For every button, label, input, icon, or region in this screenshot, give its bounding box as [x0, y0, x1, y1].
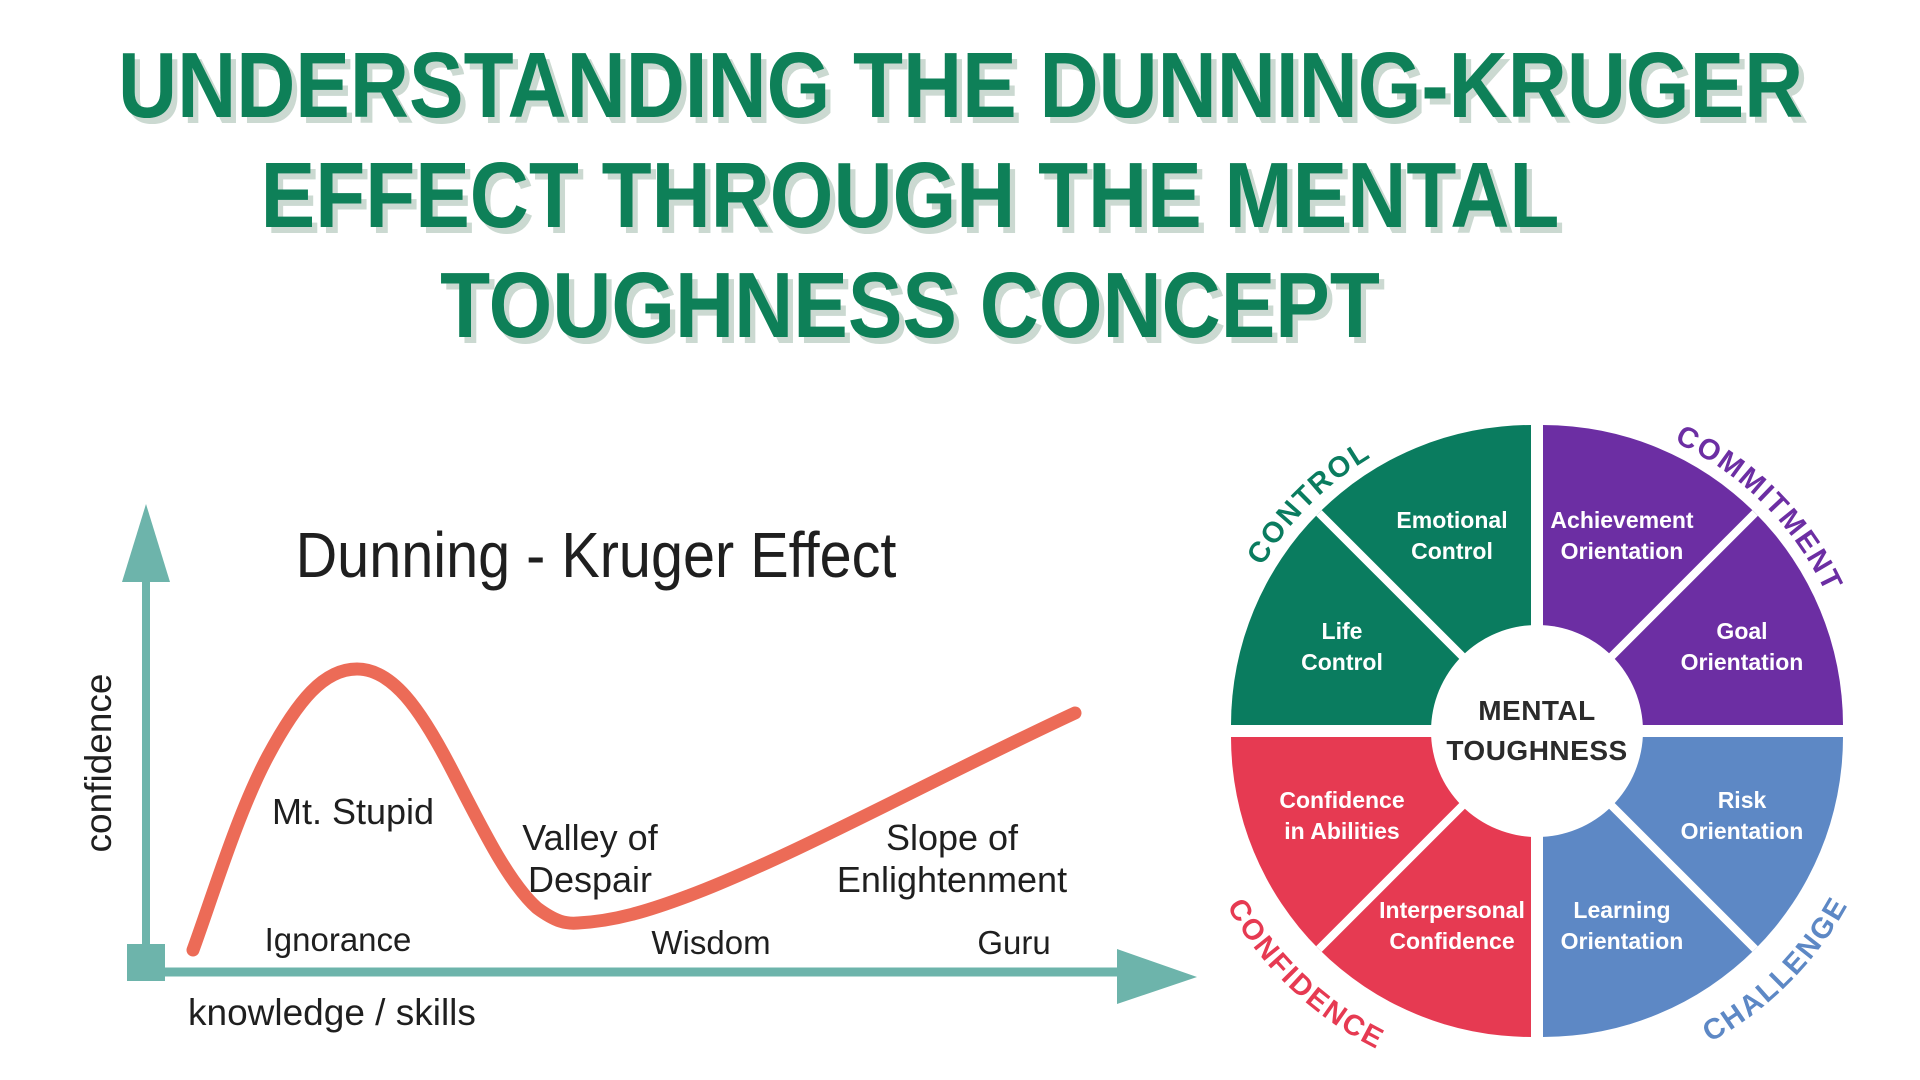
- segment-confidence-in-abilities-line-1: Confidence: [1279, 787, 1405, 813]
- annotation-mt-stupid: Mt. Stupid: [271, 791, 435, 832]
- segment-interpersonal-confidence: Interpersonal Confidence: [1379, 895, 1525, 957]
- annotation-slope-line-1: Slope of: [885, 817, 1019, 858]
- y-axis-label: confidence: [78, 673, 119, 853]
- segment-confidence-in-abilities: Confidence in Abilities: [1279, 785, 1404, 847]
- x-axis-arrowhead-icon: [1117, 949, 1197, 1004]
- stage-label-wisdom: Wisdom: [651, 924, 771, 961]
- page-title-line-1: UNDERSTANDING THE DUNNING-KRUGER: [118, 33, 1804, 137]
- segment-achievement-orientation-line-2: Orientation: [1560, 538, 1684, 564]
- segment-risk-orientation-line-2: Orientation: [1680, 818, 1804, 844]
- stage-label-guru: Guru: [977, 924, 1051, 961]
- dk-axes: [122, 504, 1197, 1004]
- segment-learning-orientation: Learning Orientation: [1561, 895, 1684, 957]
- stage-label-ignorance: Ignorance: [264, 921, 412, 958]
- segment-achievement-orientation: Achievement Orientation: [1550, 505, 1693, 567]
- dk-confidence-curve: [186, 662, 1082, 957]
- annotation-valley-of-despair: Valley of Despair: [522, 817, 657, 901]
- segment-confidence-in-abilities-line-2: in Abilities: [1284, 818, 1400, 844]
- wheel-center-title-line-2: TOUGHNESS: [1446, 735, 1628, 766]
- wheel-center-title: MENTAL TOUGHNESS: [1446, 691, 1627, 771]
- page-title-line-3: TOUGHNESS CONCEPT: [440, 253, 1380, 357]
- segment-goal-orientation-line-2: Orientation: [1680, 649, 1804, 675]
- annotation-slope-of-enlightenment: Slope of Enlightenment: [837, 817, 1067, 901]
- segment-emotional-control-line-2: Control: [1411, 538, 1493, 564]
- segment-goal-orientation-line-1: Goal: [1716, 618, 1768, 644]
- page-title-line-2: EFFECT THROUGH THE MENTAL: [260, 143, 1560, 247]
- segment-life-control-line-2: Control: [1301, 649, 1383, 675]
- segment-learning-orientation-line-1: Learning: [1573, 897, 1671, 923]
- segment-emotional-control-line-1: Emotional: [1396, 507, 1508, 533]
- segment-risk-orientation: Risk Orientation: [1681, 785, 1804, 847]
- annotation-valley-line-2: Despair: [527, 859, 653, 900]
- segment-goal-orientation: Goal Orientation: [1681, 616, 1804, 678]
- annotation-valley-line-1: Valley of: [522, 817, 658, 858]
- wheel-center-title-line-1: MENTAL: [1478, 695, 1596, 726]
- segment-life-control: Life Control: [1301, 616, 1383, 678]
- y-axis-arrowhead-icon: [122, 504, 170, 582]
- segment-risk-orientation-line-1: Risk: [1717, 787, 1767, 813]
- segment-emotional-control: Emotional Control: [1396, 505, 1507, 567]
- segment-interpersonal-confidence-line-2: Confidence: [1389, 928, 1515, 954]
- page-title: UNDERSTANDING THE DUNNING-KRUGER EFFECT …: [10, 30, 1810, 360]
- mental-toughness-wheel: [1231, 425, 1843, 1037]
- chart-title: Dunning - Kruger Effect: [295, 519, 897, 591]
- segment-life-control-line-1: Life: [1321, 618, 1363, 644]
- x-axis-label: knowledge / skills: [188, 992, 476, 1033]
- wheel-center-circle: [1431, 625, 1643, 837]
- segment-interpersonal-confidence-line-1: Interpersonal: [1379, 897, 1525, 923]
- segment-achievement-orientation-line-1: Achievement: [1550, 507, 1694, 533]
- annotation-slope-line-2: Enlightenment: [836, 859, 1068, 900]
- segment-learning-orientation-line-2: Orientation: [1560, 928, 1684, 954]
